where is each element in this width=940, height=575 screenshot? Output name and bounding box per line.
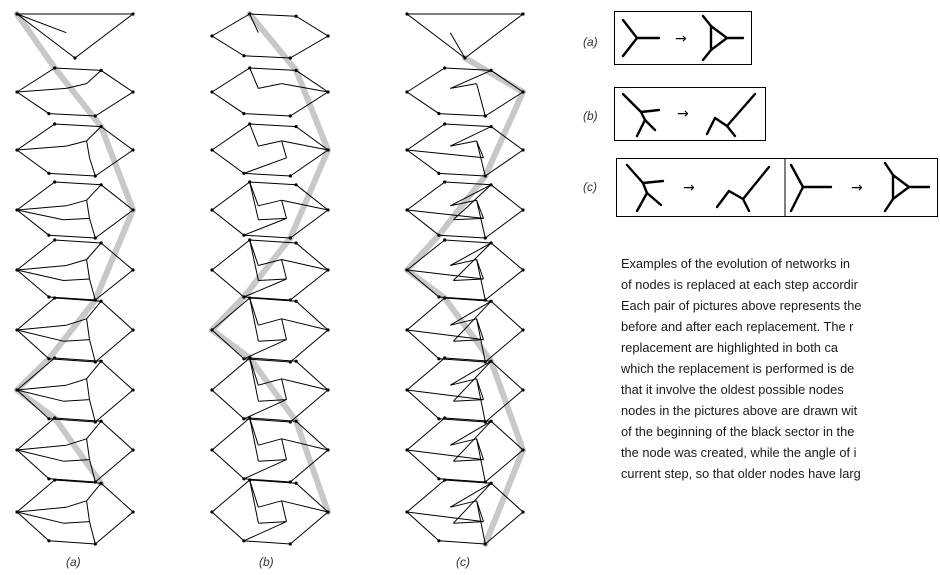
network-snapshot (210, 238, 329, 301)
rule-label-a: (a) (583, 35, 598, 49)
caption-line: nodes in the pictures above are drawn wi… (621, 400, 940, 421)
column-label-a: (a) (66, 555, 81, 569)
right-arrow-icon: → (675, 31, 687, 47)
highlight-path (17, 14, 133, 483)
caption-line: current step, so that older nodes have l… (621, 463, 940, 484)
network-snapshot (210, 122, 329, 177)
rule-label-b: (b) (583, 109, 598, 123)
network-snapshot (210, 478, 329, 545)
rule-box-a: → (614, 11, 752, 65)
caption-line: that it involve the oldest possible node… (621, 379, 940, 400)
network-snapshot (15, 356, 134, 423)
rule-diagram-a: → (615, 12, 751, 64)
caption-line: Examples of the evolution of networks in (621, 253, 940, 274)
caption-line: which the replacement is performed is de (621, 358, 940, 379)
right-arrow-icon: → (851, 180, 863, 196)
rule-diagram-c: → → (617, 159, 937, 216)
caption-line: of the beginning of the black sector in … (621, 421, 940, 442)
rule-box-b: → (614, 87, 766, 141)
rule-diagram-b: → (615, 88, 765, 140)
caption-line: replacement are highlighted in both ca (621, 337, 940, 358)
network-snapshot (405, 180, 524, 239)
network-snapshot (405, 66, 524, 117)
figure-caption: Examples of the evolution of networks in… (621, 253, 940, 573)
caption-line: the node was created, while the angle of… (621, 442, 940, 463)
right-arrow-icon: → (677, 106, 689, 122)
caption-line: of nodes is replaced at each step accord… (621, 274, 940, 295)
column-label-c: (c) (456, 555, 470, 569)
rule-label-c: (c) (583, 180, 597, 194)
network-snapshot (405, 416, 524, 483)
rule-box-c: → → (616, 158, 938, 217)
right-arrow-icon: → (683, 180, 695, 196)
network-snapshot (15, 180, 134, 239)
caption-line: before and after each replacement. The r (621, 316, 940, 337)
column-label-b: (b) (259, 555, 274, 569)
network-snapshot (210, 296, 329, 363)
highlight-path (407, 58, 523, 544)
network-snapshot (15, 478, 134, 545)
caption-line: Each pair of pictures above represents t… (621, 295, 940, 316)
network-snapshot (405, 12, 524, 59)
